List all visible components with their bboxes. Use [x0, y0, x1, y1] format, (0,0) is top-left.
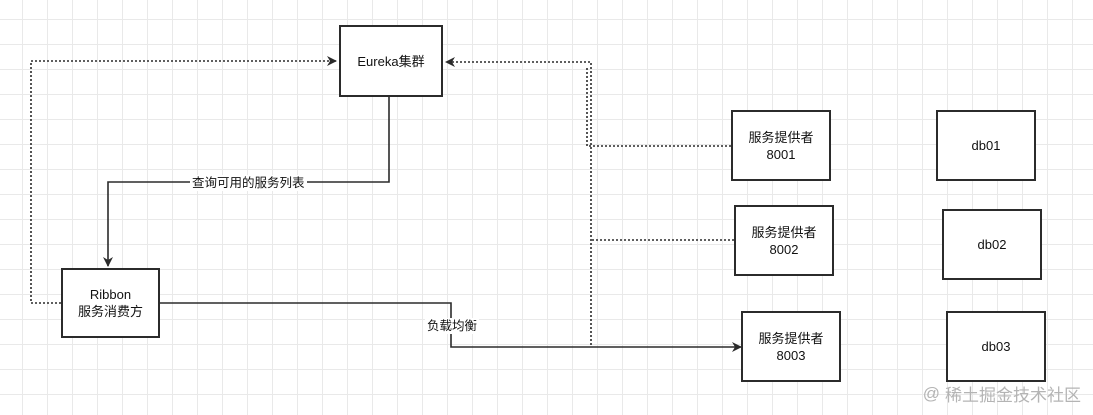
load-balance-label: 负载均衡: [425, 318, 480, 334]
provider-8001-node: 服务提供者 8001: [731, 110, 831, 181]
edge-providers-to-eureka: [445, 57, 592, 345]
edge-provider1-branch: [586, 66, 731, 147]
db03-label: db03: [981, 339, 1011, 354]
provider-8002-line2: 8002: [769, 241, 799, 257]
db03-node: db03: [946, 311, 1046, 382]
db01-node: db01: [936, 110, 1036, 181]
provider-8003-line1: 服务提供者: [758, 330, 824, 346]
db02-node: db02: [942, 209, 1042, 280]
provider-8002-line1: 服务提供者: [751, 224, 817, 240]
edge-ribbon-to-eureka: [30, 56, 337, 304]
provider-8001-line2: 8001: [766, 146, 796, 162]
ribbon-consumer-line2: 服务消费方: [77, 304, 143, 319]
db01-label: db01: [971, 138, 1001, 153]
at-icon: @: [922, 383, 940, 403]
provider-8001-line1: 服务提供者: [748, 129, 814, 145]
db02-label: db02: [977, 237, 1007, 252]
eureka-cluster-node: Eureka集群: [339, 25, 443, 97]
provider-8003-node: 服务提供者 8003: [741, 311, 841, 382]
watermark-text: 稀土掘金技术社区: [945, 386, 1081, 405]
watermark: @ 稀土掘金技术社区: [923, 381, 1081, 406]
query-service-list-label: 查询可用的服务列表: [190, 175, 307, 191]
provider-8003-line2: 8003: [776, 347, 806, 363]
ribbon-consumer-line1: Ribbon: [89, 287, 132, 302]
provider-8002-node: 服务提供者 8002: [734, 205, 834, 276]
ribbon-consumer-node: Ribbon 服务消费方: [61, 268, 160, 338]
eureka-cluster-label: Eureka集群: [357, 53, 425, 69]
